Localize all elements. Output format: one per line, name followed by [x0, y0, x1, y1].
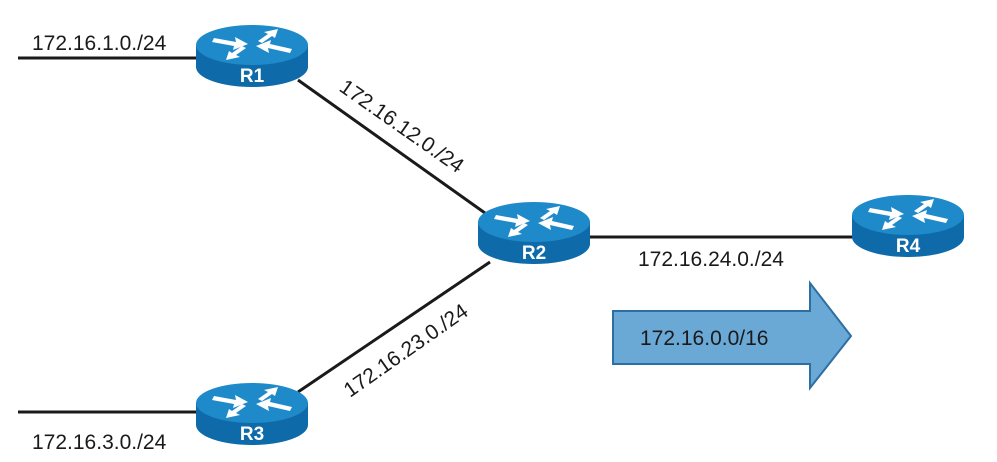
summary-route-label: 172.16.0.0/16 — [640, 327, 768, 350]
network-label-r1-r2: 172.16.12.0./24 — [335, 75, 468, 178]
router-label: R1 — [240, 66, 265, 87]
router-r4[interactable]: R4 — [852, 195, 964, 257]
router-label: R2 — [522, 243, 546, 264]
network-label-r1-lan: 172.16.1.0./24 — [32, 32, 167, 55]
router-r3[interactable]: R3 — [196, 383, 308, 445]
summary-route-arrow: 172.16.0.0/16 — [612, 280, 853, 391]
arrow-right-icon — [612, 280, 853, 391]
router-r1[interactable]: R1 — [196, 25, 308, 87]
link-r1-r2 — [297, 78, 493, 220]
router-label: R4 — [896, 236, 921, 257]
network-label-r2-r4: 172.16.24.0./24 — [638, 248, 784, 271]
router-r2[interactable]: R2 — [478, 202, 590, 264]
link-r3-r2 — [297, 260, 491, 394]
router-label: R3 — [240, 424, 264, 445]
network-label-r3-lan: 172.16.3.0./24 — [32, 431, 167, 454]
